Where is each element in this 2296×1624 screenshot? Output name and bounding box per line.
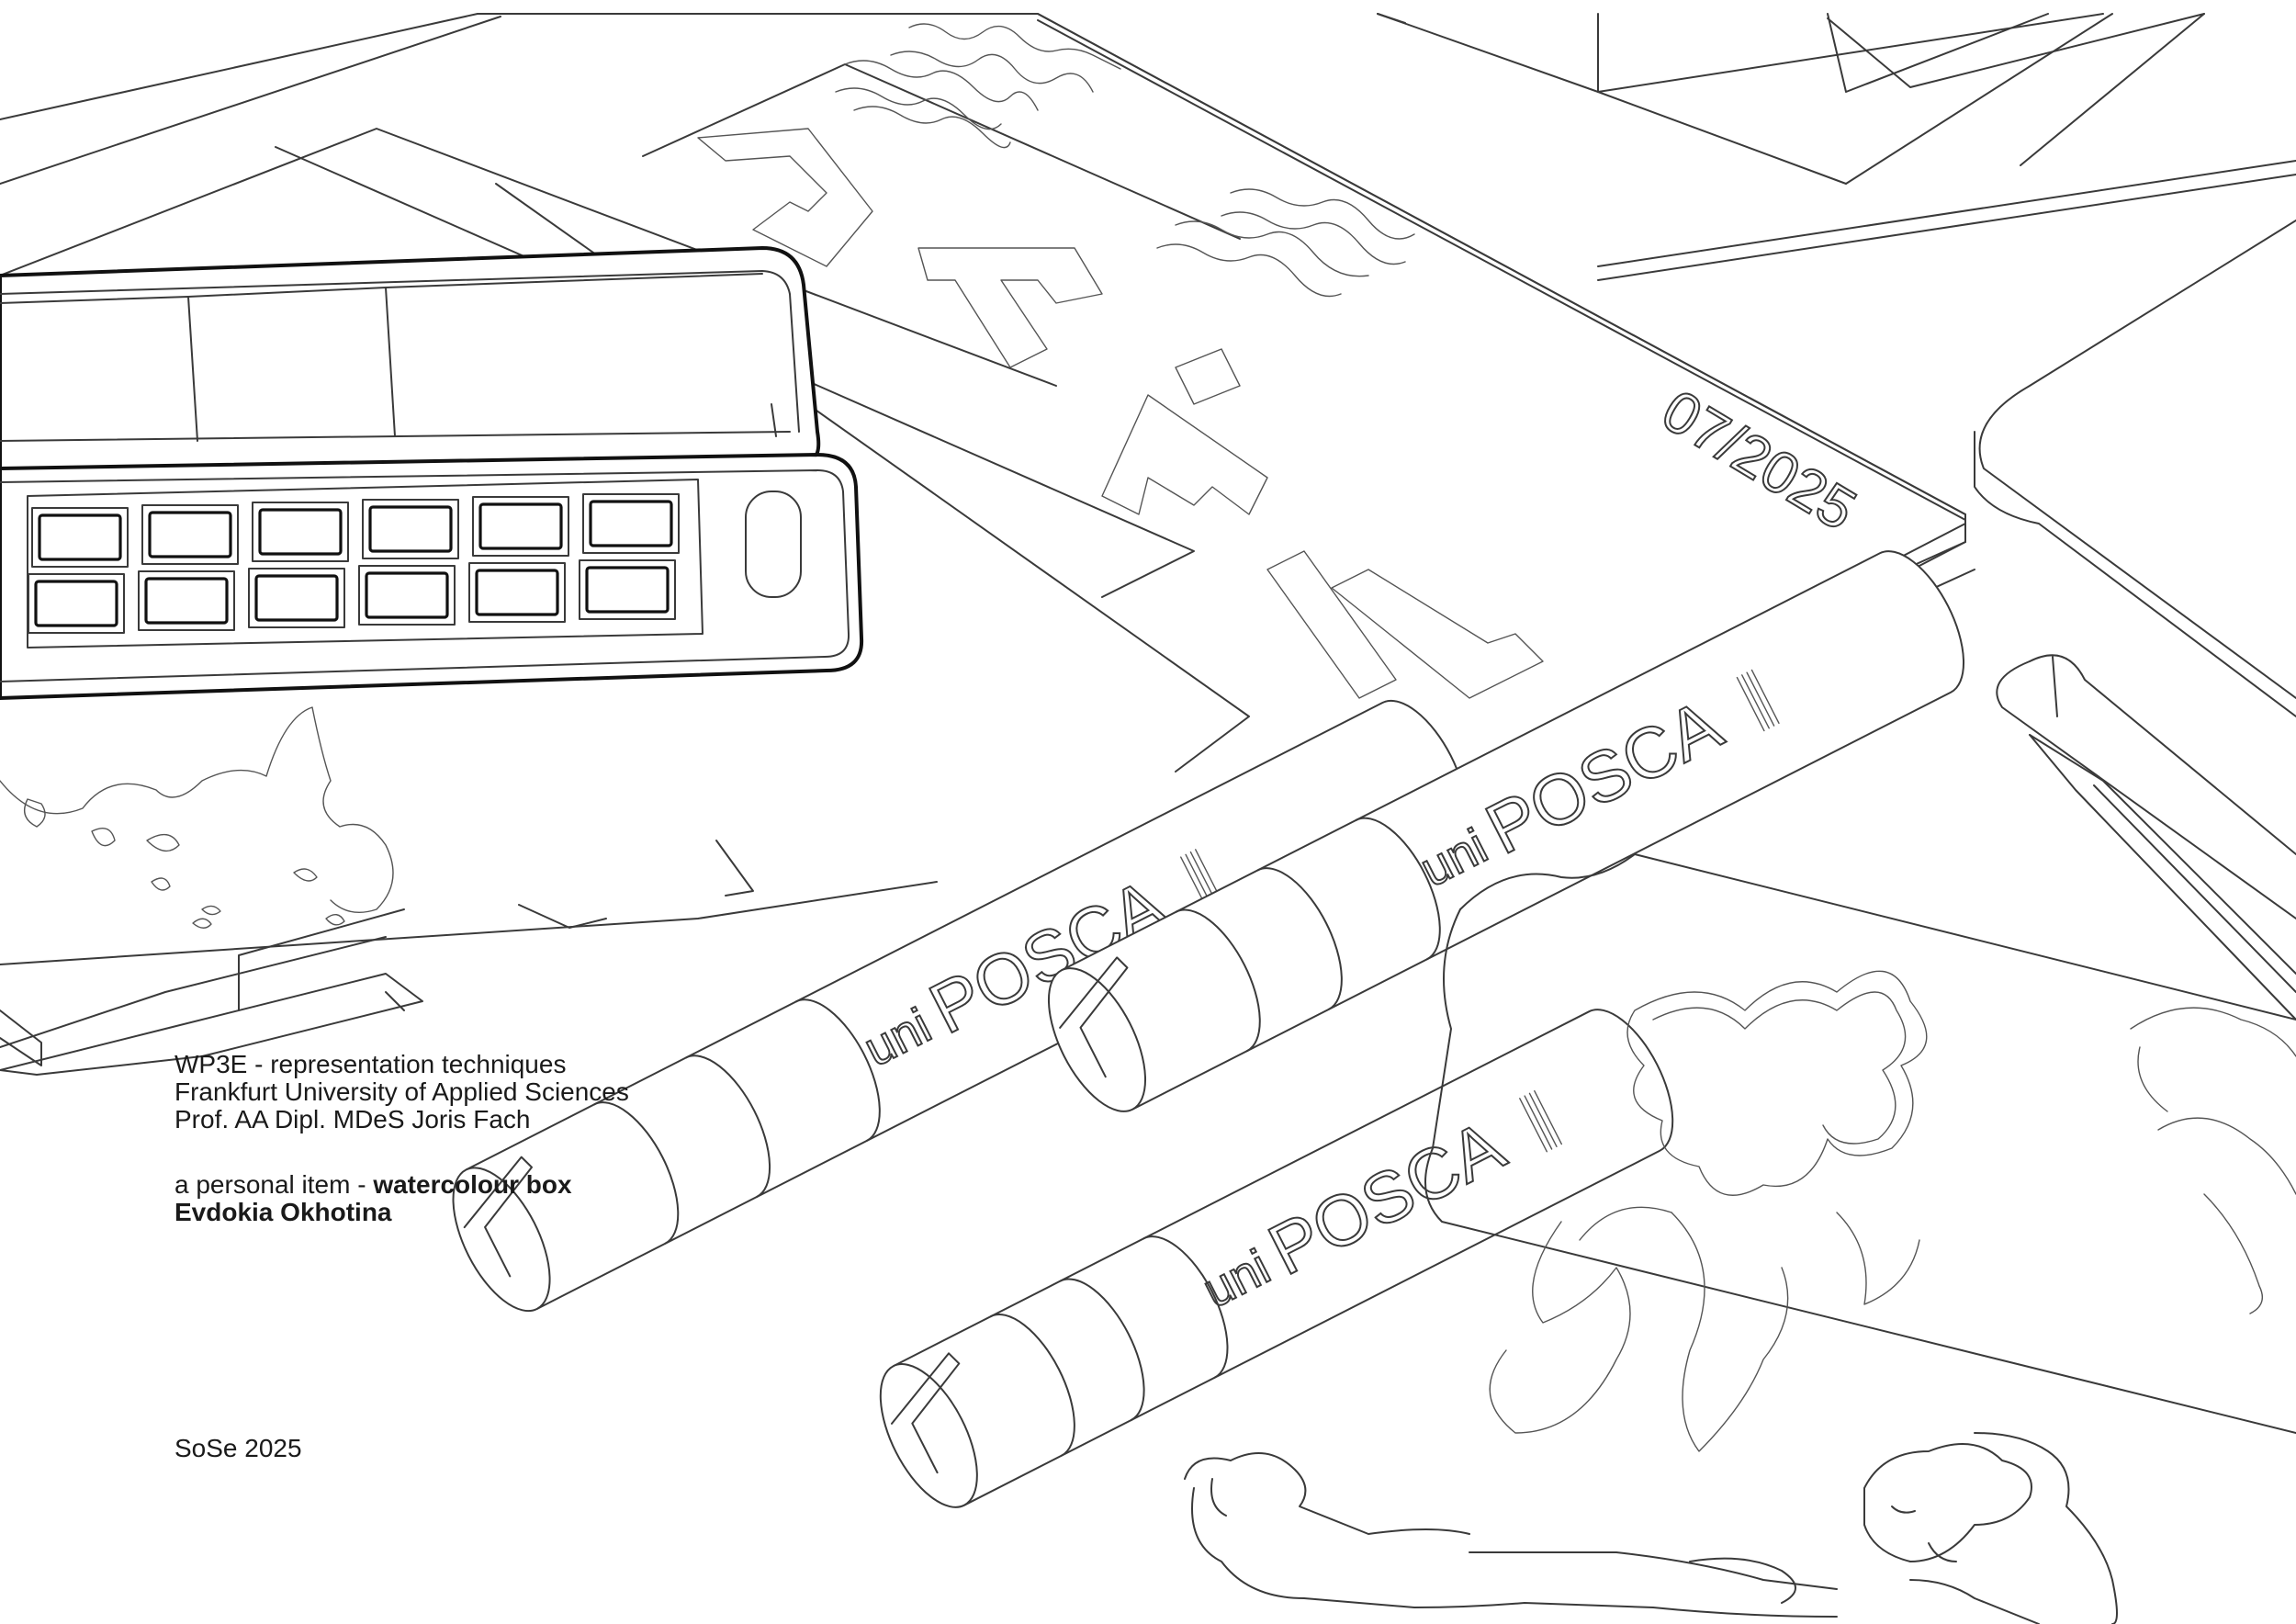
- paint-pan: [368, 505, 453, 553]
- magazine-date: 07/2025: [1651, 377, 1867, 543]
- flower-sketch: [1424, 853, 2296, 1452]
- course-info: WP3E - representation techniques Frankfu…: [174, 1051, 629, 1133]
- paint-pan-frame: [28, 573, 125, 634]
- paint-pan: [478, 502, 563, 550]
- watercolour-box: [0, 246, 864, 700]
- marker-label-stripe: [1750, 669, 1780, 725]
- marker-band: [1059, 1278, 1145, 1422]
- item-title-line: a personal item - watercolour box: [174, 1171, 572, 1199]
- marker-label-stripe: [1534, 1089, 1563, 1145]
- paint-pan-frame: [252, 502, 349, 562]
- paint-pan: [258, 508, 343, 556]
- paint-pan-frame: [248, 568, 345, 628]
- paint-pan-frame: [362, 499, 459, 559]
- course-professor: Prof. AA Dipl. MDeS Joris Fach: [174, 1105, 531, 1133]
- item-name: watercolour box: [373, 1170, 572, 1199]
- marker-label-stripe: [1736, 676, 1765, 732]
- paint-pan-frame: [468, 562, 566, 623]
- tablet: [1974, 220, 2296, 717]
- paint-pan-frame: [141, 504, 239, 565]
- marker-body: [1061, 550, 1965, 1111]
- marker-label-stripe: [1524, 1095, 1553, 1150]
- marker-band: [1355, 817, 1441, 961]
- marker-band: [1175, 908, 1261, 1053]
- paint-pans: [28, 493, 680, 634]
- term-info: SoSe 2025: [174, 1435, 302, 1462]
- figure-sketch: [1184, 1432, 2118, 1624]
- paint-pan-frame: [138, 570, 235, 631]
- marker-band: [989, 1314, 1075, 1457]
- marker-body: [893, 1009, 1674, 1506]
- paint-pan: [148, 511, 232, 558]
- paint-pan: [589, 500, 673, 547]
- course-module: WP3E - representation techniques: [174, 1050, 567, 1078]
- marker-band: [593, 1101, 680, 1245]
- paint-pan-frame: [579, 559, 676, 620]
- paint-pan-frame: [31, 507, 129, 568]
- marker-band: [794, 998, 881, 1142]
- item-author-line: Evdokia Okhotina: [174, 1199, 572, 1226]
- marker-label-stripe: [1741, 674, 1770, 729]
- marker-label-stripe: [1519, 1098, 1548, 1153]
- marker-band: [1142, 1235, 1229, 1379]
- paint-pan: [38, 513, 122, 561]
- paint-pan-frame: [472, 496, 569, 557]
- marker-label-stripe: [1746, 671, 1775, 727]
- marker-band: [1256, 867, 1343, 1010]
- marker-cap-end: [452, 1167, 551, 1313]
- item-prefix: a personal item -: [174, 1170, 374, 1199]
- marker-clip: [1059, 956, 1129, 1078]
- paint-pan: [365, 571, 449, 619]
- paint-splash: [0, 706, 394, 929]
- term-label: SoSe 2025: [174, 1434, 302, 1462]
- paint-pan: [144, 577, 229, 625]
- pencil: [1996, 654, 2296, 1021]
- course-university: Frankfurt University of Applied Sciences: [174, 1077, 629, 1106]
- paint-pan: [34, 580, 118, 627]
- paint-pan: [585, 566, 670, 614]
- item-info: a personal item - watercolour box Evdoki…: [174, 1171, 572, 1226]
- paint-pan-frame: [582, 493, 680, 554]
- paint-pan: [254, 574, 339, 622]
- marker-clip: [890, 1352, 961, 1474]
- paint-pan-frame: [358, 565, 456, 626]
- item-author: Evdokia Okhotina: [174, 1198, 392, 1226]
- marker-cap-end: [1047, 967, 1147, 1112]
- marker-clip: [463, 1156, 533, 1278]
- marker-cap-end: [879, 1363, 978, 1508]
- paint-pan: [475, 569, 559, 616]
- marker-band: [684, 1054, 771, 1198]
- notebook: [1377, 13, 2296, 281]
- marker-label-stripe: [1528, 1092, 1558, 1147]
